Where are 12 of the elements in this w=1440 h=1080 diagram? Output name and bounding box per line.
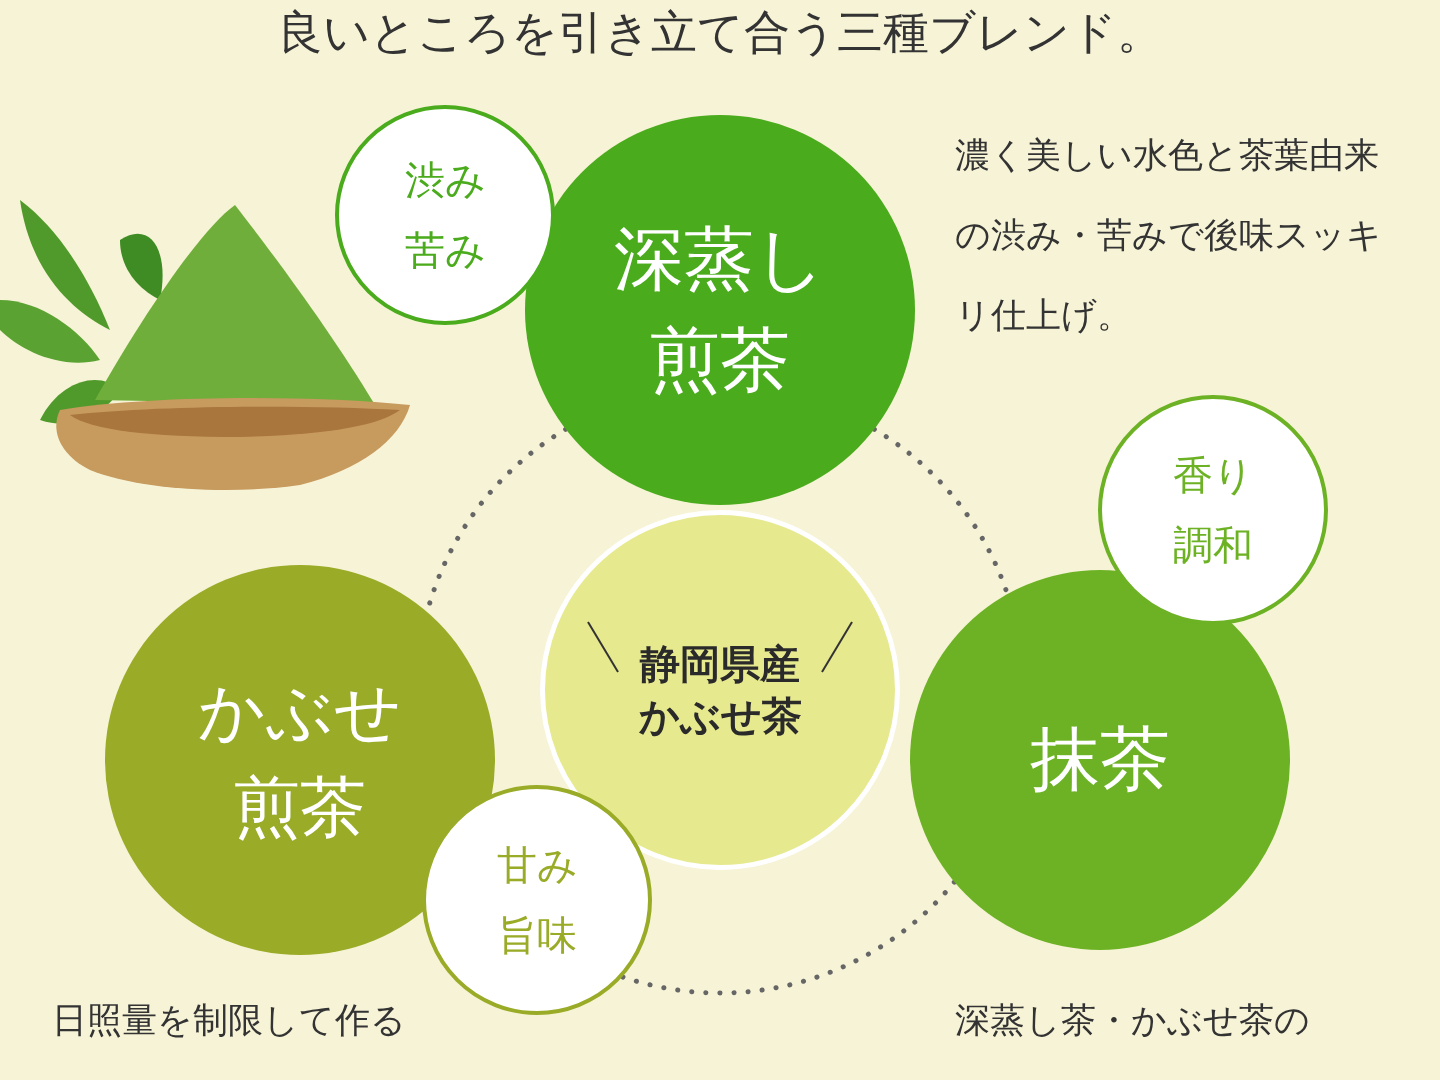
- dotted-arc: [620, 879, 957, 996]
- node-label: 深蒸し煎茶: [613, 216, 827, 403]
- node-label: かぶせ煎茶: [197, 672, 403, 848]
- heading: 良いところを引き立て合う三種ブレンド。: [276, 4, 1164, 61]
- description-text: 深蒸し茶・かぶせ茶の: [955, 999, 1311, 1042]
- node-label: 甘み旨味: [495, 841, 579, 960]
- node-label: 渋み苦み: [403, 156, 487, 275]
- node-label: 抹茶: [1029, 717, 1171, 803]
- description-text: 日照量を制限して作る: [52, 999, 407, 1042]
- node-label: 静岡県産かぶせ茶: [637, 640, 803, 741]
- description-text: 濃く美しい水色と茶葉由来の渋み・苦みで後味スッキリ仕上げ。: [955, 134, 1383, 337]
- node-label: 香り調和: [1171, 451, 1255, 570]
